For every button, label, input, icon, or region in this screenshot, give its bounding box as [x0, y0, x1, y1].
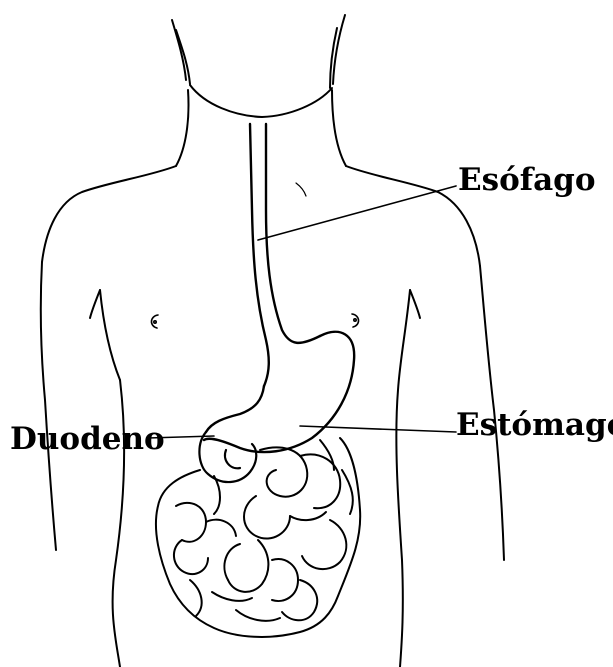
- esofago-leader-line: [258, 186, 456, 240]
- neck-outline: [176, 90, 346, 166]
- intestines: [156, 438, 360, 637]
- torso-outline: [41, 166, 504, 667]
- duodeno-label: Duodeno: [10, 424, 165, 455]
- leader-lines: [148, 186, 456, 438]
- estomago-label: Estómago: [456, 410, 613, 441]
- head-outline: [172, 15, 345, 117]
- nipple-left: [151, 315, 158, 328]
- stomach: [204, 332, 354, 452]
- nipple-right: [352, 314, 359, 327]
- esofago-label: Esófago: [458, 165, 596, 196]
- esophagus: [250, 124, 320, 386]
